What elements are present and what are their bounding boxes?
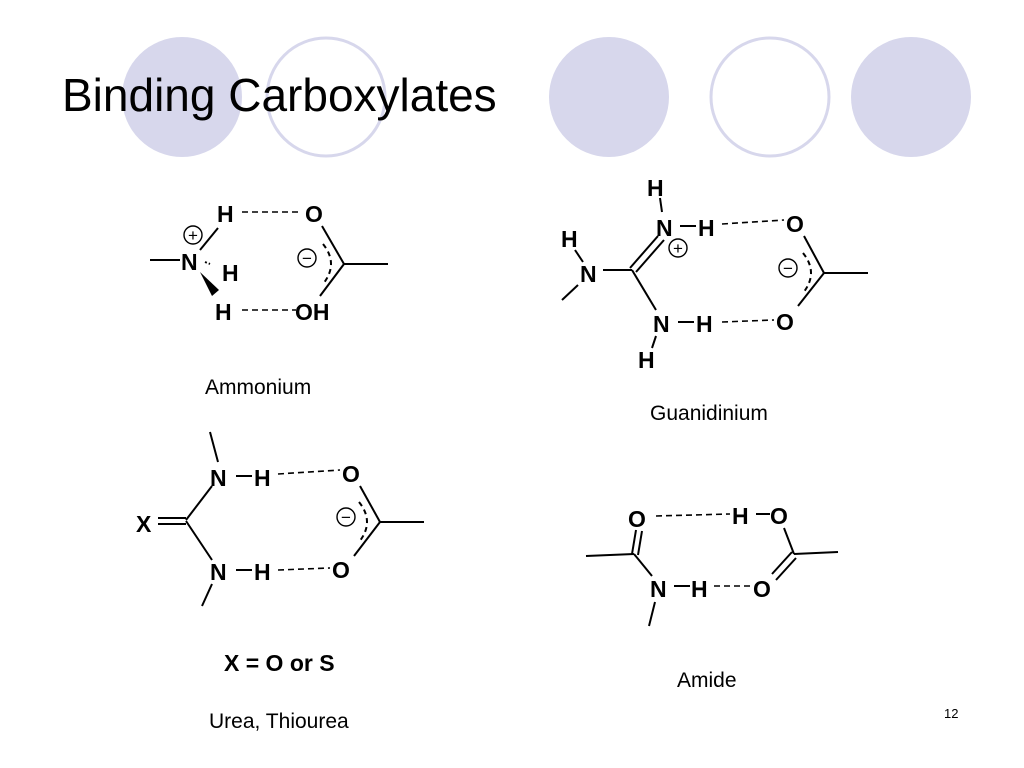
atom-h-left: H [561, 226, 578, 252]
bond-oacid-c [783, 527, 795, 555]
bond-c-ntop [185, 485, 213, 521]
atom-x: X [136, 511, 152, 537]
atom-n-left: N [580, 261, 597, 287]
decor-circle-filled [851, 37, 971, 157]
atom-h-n: H [691, 576, 708, 602]
bond-nleft-methyl [561, 284, 579, 301]
atom-h-acid: H [732, 503, 749, 529]
caption-amide: Amide [677, 669, 737, 692]
caption-urea-thiourea: Urea, Thiourea [209, 710, 349, 733]
hbond-oleft-h [655, 513, 731, 517]
bond-htop-ntop [659, 197, 663, 213]
atom-o1: O [786, 211, 804, 237]
decor-circle-ring [709, 36, 831, 158]
atom-h1: H [217, 201, 234, 227]
negative-charge-icon [336, 507, 356, 527]
atom-h-nbottom: H [696, 311, 713, 337]
carboxylate-delocalized-arc [322, 243, 332, 285]
atom-h-top: H [647, 175, 664, 201]
atom-o2: O [776, 309, 794, 335]
atom-h-ntop: H [698, 215, 715, 241]
atom-n-top: N [210, 465, 227, 491]
bond-c-oright-1 [771, 551, 793, 575]
atom-oh: OH [295, 299, 330, 325]
positive-charge-icon [668, 238, 688, 258]
decor-circle-filled [549, 37, 669, 157]
page-number: 12 [944, 706, 959, 721]
bond-n-h1 [199, 227, 219, 251]
carboxylate-delocalized-arc [802, 252, 812, 294]
ammonium-structure: + − N H H H O OH [150, 201, 388, 325]
bond-c-nbottom [185, 520, 213, 561]
slide-title: Binding Carboxylates [62, 69, 497, 121]
bond-nbottom-hbottom [651, 335, 657, 349]
bond-c-n [633, 553, 653, 577]
guanidinium-structure: + − H N H H N N H H O O [561, 175, 868, 373]
bond-c-methyl-right [793, 551, 839, 555]
caption-guanidinium: Guanidinium [650, 402, 768, 425]
bond-n-h3-wedge [200, 272, 219, 296]
bond-o-c [321, 225, 345, 265]
urea-x-definition: X = O or S [224, 650, 335, 676]
bond-c-nbottom [631, 269, 657, 311]
hbond-nbottom-o2 [277, 567, 331, 571]
atom-h-bottom: H [254, 559, 271, 585]
atom-o-acid: O [770, 503, 788, 529]
hbond-nbottom-o2 [721, 319, 775, 323]
bond-c-ntop-1 [629, 235, 659, 269]
bond-c-o-2 [637, 530, 643, 556]
negative-charge-symbol: − [341, 508, 351, 527]
hbond-ntop-o1 [721, 219, 785, 225]
positive-charge-symbol: + [188, 226, 198, 245]
bond-nbottom-methyl [201, 583, 213, 607]
atom-o-right: O [753, 576, 771, 602]
atom-o1: O [342, 461, 360, 487]
atom-h3: H [215, 299, 232, 325]
decor-circle-ring [265, 36, 387, 158]
atom-o: O [305, 201, 323, 227]
negative-charge-icon [778, 258, 798, 278]
positive-charge-icon [183, 225, 203, 245]
negative-charge-symbol: − [783, 259, 793, 278]
bond-methyl-c [585, 553, 635, 557]
bond-c-o-1 [631, 529, 637, 555]
bond-methyl-ntop [209, 431, 219, 463]
atom-n-bottom: N [653, 311, 670, 337]
atom-o2: O [332, 557, 350, 583]
bond-o1-c [803, 235, 825, 274]
atom-n-top: N [656, 215, 673, 241]
bond-n-h2-hashed [204, 261, 211, 265]
caption-ammonium: Ammonium [205, 376, 312, 399]
bond-oh-c [319, 263, 345, 297]
atom-n: N [181, 249, 198, 275]
atom-o-left: O [628, 506, 646, 532]
carboxylate-delocalized-arc [358, 501, 368, 543]
atom-n-bottom: N [210, 559, 227, 585]
negative-charge-symbol: − [302, 249, 312, 268]
bond-o2-c [353, 521, 381, 557]
atom-h2: H [222, 260, 239, 286]
decor-circle-filled [122, 37, 242, 157]
bond-c-ntop-2 [635, 239, 665, 273]
bond-o2-c [797, 272, 825, 307]
bond-n-methyl [648, 601, 656, 627]
hbond-ntop-o1 [277, 469, 341, 475]
bond-o1-c [359, 485, 381, 523]
positive-charge-symbol: + [673, 239, 683, 258]
atom-n: N [650, 576, 667, 602]
atom-h-bottom: H [638, 347, 655, 373]
negative-charge-icon [297, 248, 317, 268]
amide-structure: O H O N H O [585, 503, 839, 627]
urea-structure: − X N H N H O O [136, 431, 424, 607]
bond-c-oright-2 [775, 557, 797, 581]
bond-hleft-nleft [574, 249, 584, 263]
atom-h-top: H [254, 465, 271, 491]
